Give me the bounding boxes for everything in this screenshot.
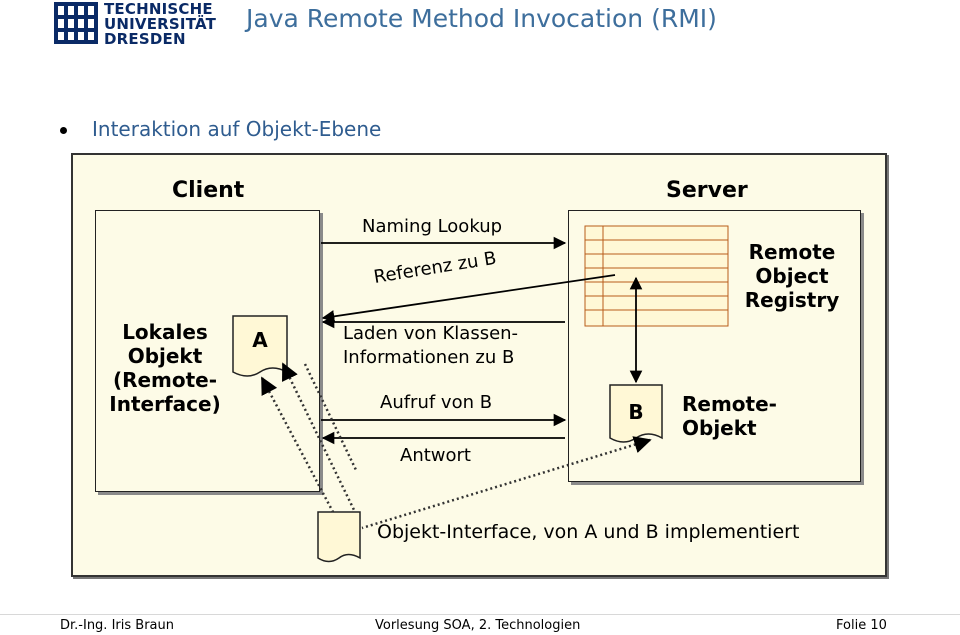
legend-interface-icon (317, 511, 361, 563)
aufruf-text: Aufruf von B (380, 392, 493, 413)
registry-label: Remote Object Registry (732, 240, 852, 312)
remote-object-line-2: Objekt (682, 416, 757, 440)
local-object-line-1: Lokales (122, 320, 208, 344)
remote-object-line-1: Remote- (682, 392, 777, 416)
server-heading: Server (666, 178, 748, 203)
legend-text: Objekt-Interface, von A und B implementi… (377, 521, 800, 543)
footer-divider (0, 614, 960, 615)
skeleton-b-label: B (628, 400, 644, 424)
referenz-arrow (321, 274, 616, 323)
logo-text-line-3: DRESDEN (104, 30, 186, 48)
implements-arrows (260, 362, 652, 530)
stub-a-label: A (252, 328, 268, 352)
bullet-text: Interaktion auf Objekt-Ebene (92, 117, 382, 141)
slide-title: Java Remote Method Invocation (RMI) (246, 4, 717, 33)
local-object-line-4: Interface) (109, 392, 221, 416)
footer-slide-number: Folie 10 (836, 618, 887, 633)
antwort-text: Antwort (400, 445, 471, 466)
naming-lookup-text: Naming Lookup (362, 216, 503, 237)
bullet-icon (60, 127, 67, 134)
logo-text-line-2: UNIVERSITÄT (104, 15, 217, 33)
registry-line-2: Object (755, 264, 829, 288)
footer-course: Vorlesung SOA, 2. Technologien (375, 618, 581, 633)
local-object-line-3: (Remote- (112, 368, 218, 392)
registry-line-3: Registry (744, 288, 840, 312)
laden-text-line-2: Informationen zu B (343, 347, 515, 368)
local-object-label: Lokales Objekt (Remote- Interface) (100, 320, 230, 416)
client-heading: Client (172, 178, 245, 203)
footer-author: Dr.-Ing. Iris Braun (60, 618, 174, 633)
laden-text-line-1: Laden von Klassen- (343, 323, 519, 344)
logo-text-line-1: TECHNISCHE (104, 0, 213, 18)
local-object-line-2: Objekt (127, 344, 203, 368)
registry-line-1: Remote (748, 240, 836, 264)
university-logo (54, 2, 98, 44)
remote-object-label: Remote- Objekt (682, 392, 792, 440)
